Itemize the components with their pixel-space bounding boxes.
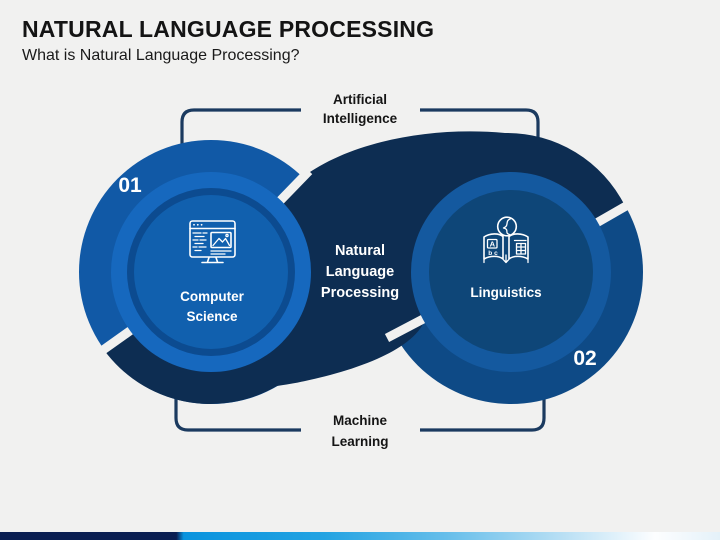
gap-slash-left-bottom xyxy=(93,324,137,359)
svg-text:b c: b c xyxy=(488,250,498,257)
center-label: Natural Language Processing xyxy=(321,243,399,301)
translation-book-icon: A b c xyxy=(483,216,529,264)
top-bracket-right-line xyxy=(420,108,540,148)
bottom-accent-bar xyxy=(0,532,720,540)
infinity-ribbon xyxy=(104,131,625,404)
gap-slash-right-top xyxy=(590,198,636,229)
right-node-number: 02 xyxy=(573,347,596,370)
center-label-line1: Natural xyxy=(335,243,385,259)
bottom-bracket: Machine Learning xyxy=(174,394,546,449)
left-node-label-line2: Science xyxy=(186,309,238,324)
center-label-line3: Processing xyxy=(321,285,399,301)
bottom-bracket-right-line xyxy=(420,394,546,432)
gap-slash-left-top xyxy=(273,167,313,208)
left-node-number: 01 xyxy=(118,174,142,197)
left-node-label-line1: Computer xyxy=(180,289,244,304)
slide-subtitle: What is Natural Language Processing? xyxy=(22,47,300,64)
top-bracket-left-line xyxy=(180,108,301,148)
gap-slash-right-bottom xyxy=(384,313,430,342)
bottom-bracket-left-line xyxy=(174,394,301,432)
center-label-line2: Language xyxy=(326,264,394,280)
left-disc xyxy=(134,195,288,349)
right-node-label: Linguistics xyxy=(470,285,541,300)
right-disc xyxy=(429,190,593,354)
top-bracket-label-line2: Intelligence xyxy=(323,111,398,126)
svg-text:A: A xyxy=(490,240,496,249)
top-bracket-label-line1: Artificial xyxy=(333,92,387,107)
slide-title: NATURAL LANGUAGE PROCESSING xyxy=(22,16,435,42)
computer-monitor-icon xyxy=(189,220,236,264)
bottom-bracket-label-line1: Machine xyxy=(333,413,388,428)
top-bracket: Artificial Intelligence xyxy=(180,92,540,148)
bottom-bracket-label-line2: Learning xyxy=(331,434,388,449)
